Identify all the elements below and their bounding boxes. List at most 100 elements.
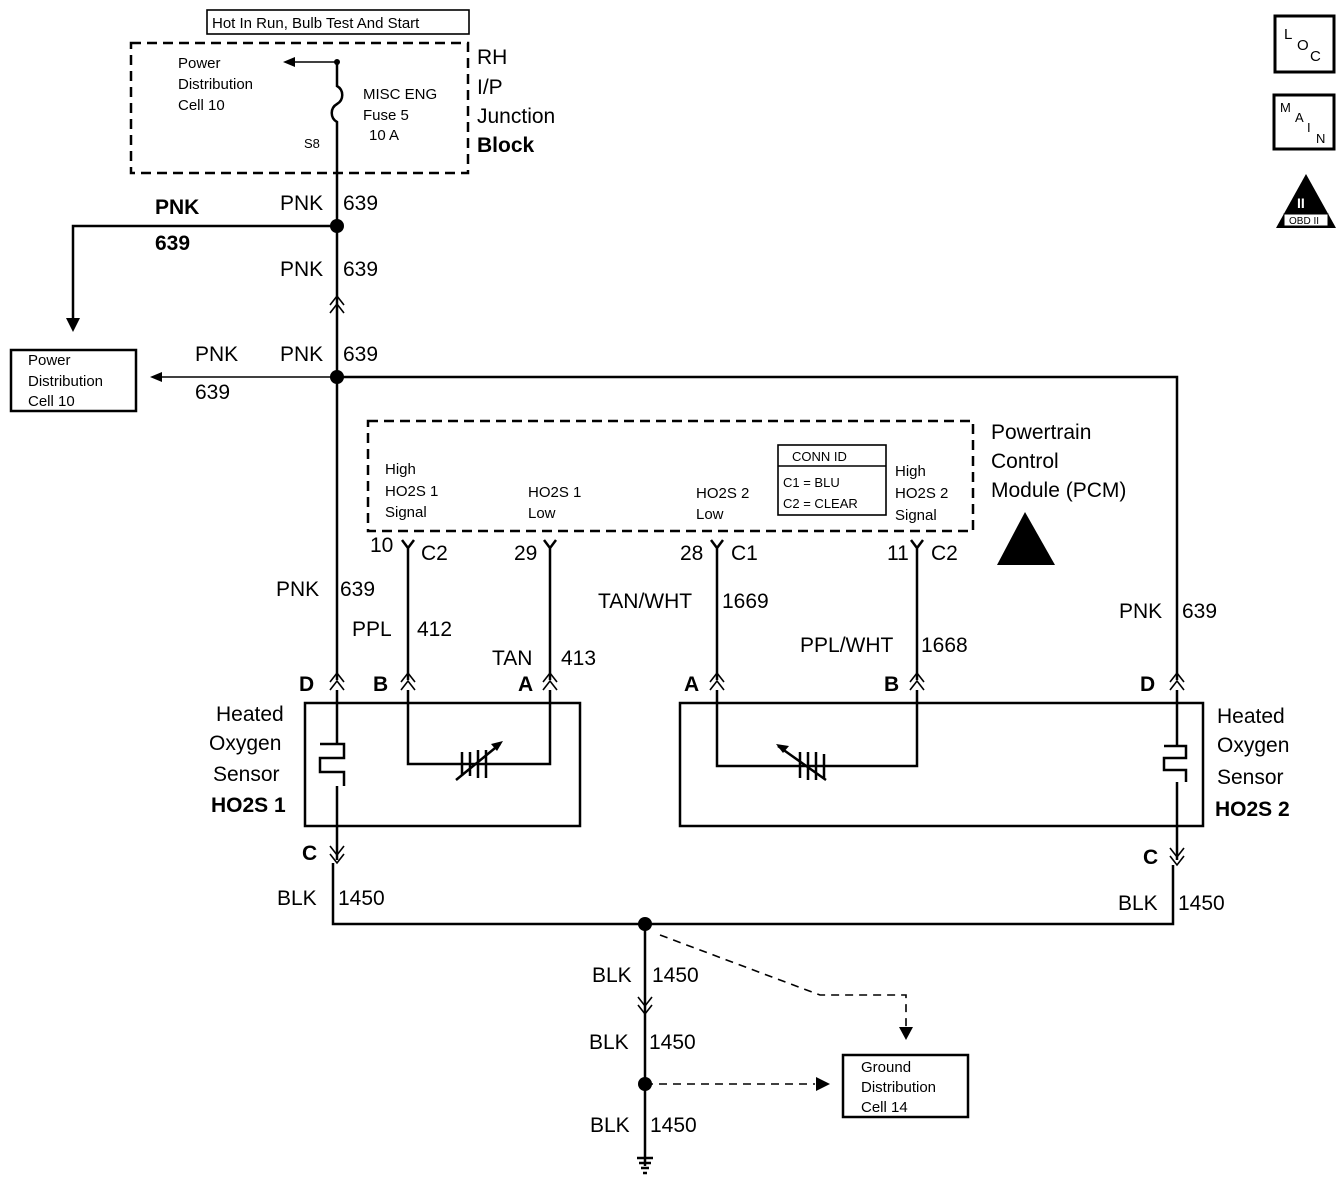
wire-circuit: 639 (340, 578, 375, 601)
obd-ii-icon[interactable]: OBD II II (1276, 174, 1336, 228)
svg-text:Low: Low (528, 505, 556, 522)
svg-text:MISC ENG: MISC ENG (363, 86, 437, 103)
wire-label: PPL (352, 618, 392, 641)
wire-circuit: 639 (343, 192, 378, 215)
pin-number: 28 (680, 542, 703, 565)
sensor-element-icon (777, 744, 827, 782)
pnk-right-wire (337, 375, 1179, 680)
svg-text:I/P: I/P (477, 76, 503, 99)
wire-label: PNK (280, 343, 323, 366)
wire-circuit: 1668 (921, 634, 968, 657)
wire-label: PNK (1119, 600, 1162, 623)
connector-icon (329, 845, 1185, 867)
pdc-left-box (9, 348, 138, 413)
pin-connector: C1 (731, 542, 758, 565)
pdc-top-label: Power Distribution Cell 10 (178, 55, 253, 114)
fuse-node (334, 59, 340, 65)
wire-label: PNK (276, 578, 319, 601)
svg-text:II: II (1297, 195, 1305, 211)
svg-text:HO2S 2: HO2S 2 (895, 485, 948, 502)
wire-label: TAN/WHT (598, 590, 692, 613)
svg-text:High: High (895, 463, 926, 480)
svg-text:C: C (1310, 48, 1321, 65)
svg-text:Oxygen: Oxygen (209, 732, 281, 755)
svg-text:High: High (385, 461, 416, 478)
arrow-down-icon (66, 318, 80, 332)
wire-circuit: 639 (343, 343, 378, 366)
svg-text:Distribution: Distribution (861, 1079, 936, 1096)
svg-text:Low: Low (696, 506, 724, 523)
sensor-element-icon (455, 743, 501, 781)
wire-label: PPL/WHT (800, 634, 894, 657)
svg-text:Sensor: Sensor (213, 763, 280, 786)
fuse-header-box (206, 9, 470, 35)
arrow-icon (776, 744, 789, 753)
pin-letter: A (518, 673, 533, 696)
main-icon[interactable]: M A I N (1272, 93, 1336, 151)
connector-icon (637, 996, 653, 1016)
sensor2-label: Heated Oxygen Sensor HO2S 2 (1215, 705, 1290, 821)
svg-text:Signal: Signal (895, 507, 937, 524)
svg-text:Powertrain: Powertrain (991, 421, 1091, 444)
pin-connector: C2 (421, 542, 448, 565)
wire-label: BLK (590, 1114, 630, 1137)
pin-letter: B (884, 673, 899, 696)
svg-text:L: L (1284, 26, 1292, 43)
svg-text:Distribution: Distribution (178, 76, 253, 93)
svg-text:Heated: Heated (1217, 705, 1285, 728)
svg-text:HO2S 1: HO2S 1 (528, 484, 581, 501)
pin-letter: D (299, 673, 314, 696)
wire-circuit: 1450 (338, 887, 385, 910)
arrow-left-icon (150, 372, 162, 382)
wire-circuit: 1450 (1178, 892, 1225, 915)
svg-text:O: O (1297, 37, 1309, 54)
arrow-left-icon (283, 57, 295, 67)
arrow-icon (491, 741, 503, 751)
wire-circuit: 639 (343, 258, 378, 281)
conn-id-box (777, 444, 887, 516)
sensor1-label: Heated Oxygen Sensor HO2S 1 (209, 703, 286, 817)
wire-label: BLK (277, 887, 317, 910)
wire-circuit: 412 (417, 618, 452, 641)
svg-text:Power: Power (178, 55, 221, 72)
pcm-title: Powertrain Control Module (PCM) (991, 421, 1126, 502)
pcm-pin4-label: High HO2S 2 Signal (895, 463, 948, 524)
wire-circuit: 639 (195, 381, 230, 404)
ground-ref-dashed (659, 934, 907, 1030)
fuse-header: Hot In Run, Bulb Test And Start (212, 15, 420, 32)
pin-connector: C2 (931, 542, 958, 565)
wire-circuit: 1450 (650, 1114, 697, 1137)
pin-wire-413 (543, 539, 557, 680)
esd-warning-icon (997, 512, 1055, 565)
wire-label: BLK (592, 964, 632, 987)
svg-text:Cell 10: Cell 10 (178, 97, 225, 114)
svg-text:Distribution: Distribution (28, 373, 103, 390)
svg-text:Module (PCM): Module (PCM) (991, 479, 1126, 502)
pcm-pin3-label: HO2S 2 Low (696, 485, 749, 523)
ground-icon (637, 1156, 653, 1175)
svg-text:HO2S 1: HO2S 1 (385, 483, 438, 500)
connector-icon (329, 671, 1185, 691)
svg-text:Oxygen: Oxygen (1217, 734, 1289, 757)
svg-text:RH: RH (477, 46, 507, 69)
svg-text:HO2S 2: HO2S 2 (1215, 798, 1290, 821)
conn-id-c2: C2 = CLEAR (783, 496, 858, 511)
svg-text:Cell 14: Cell 14 (861, 1099, 908, 1116)
pin-letter: B (373, 673, 388, 696)
heater2-icon (1162, 690, 1188, 860)
loc-icon[interactable]: L O C (1273, 14, 1336, 74)
junction-block-box (129, 41, 470, 175)
wire-circuit: 639 (1182, 600, 1217, 623)
pin-wire-1669 (710, 539, 724, 680)
svg-text:Block: Block (477, 134, 535, 157)
svg-text:A: A (1295, 110, 1304, 125)
splice-label: S8 (304, 136, 320, 151)
svg-text:HO2S 2: HO2S 2 (696, 485, 749, 502)
wire-circuit: 639 (155, 232, 190, 255)
fuse-icon (330, 62, 344, 173)
wire-label: TAN (492, 647, 532, 670)
pin-letter: C (302, 842, 317, 865)
wire-circuit: 1450 (649, 1031, 696, 1054)
pcm-pin1-label: High HO2S 1 Signal (385, 461, 438, 521)
